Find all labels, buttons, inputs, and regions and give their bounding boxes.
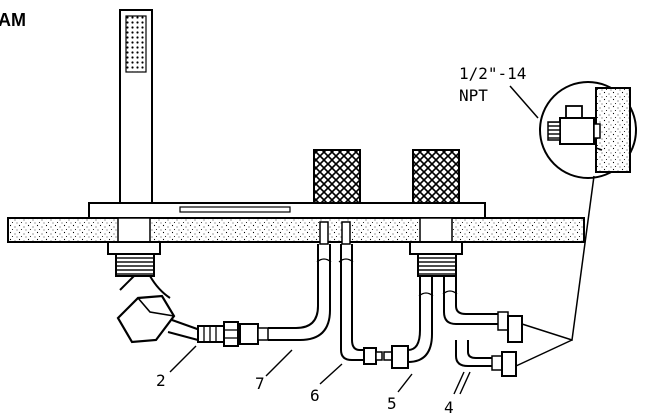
hand-shower — [119, 9, 153, 204]
header-title-fragment: AM — [0, 10, 26, 30]
hose-5 — [383, 276, 434, 369]
right-handle — [412, 149, 460, 204]
hose-7 — [239, 244, 331, 345]
leader-lines — [169, 345, 471, 395]
hoses-4 — [442, 276, 523, 377]
fitting-2 — [197, 321, 239, 347]
hose-6 — [340, 244, 383, 365]
diverter-elbow — [116, 275, 201, 344]
label-4: 4 — [444, 398, 454, 415]
label-6: 6 — [310, 386, 320, 405]
callout-thread-size: 1/2"-14 — [459, 64, 526, 83]
valve-shank-right — [409, 217, 463, 277]
deck-plate — [88, 202, 486, 219]
callout-npt: NPT — [459, 86, 488, 105]
countertop — [7, 217, 585, 243]
left-handle — [313, 149, 361, 204]
label-5: 5 — [387, 394, 397, 413]
label-2: 2 — [156, 371, 166, 390]
label-7: 7 — [255, 374, 265, 393]
npt-detail-callout: 1/2"-14 NPT — [459, 64, 637, 367]
center-valve-ports — [316, 221, 354, 263]
